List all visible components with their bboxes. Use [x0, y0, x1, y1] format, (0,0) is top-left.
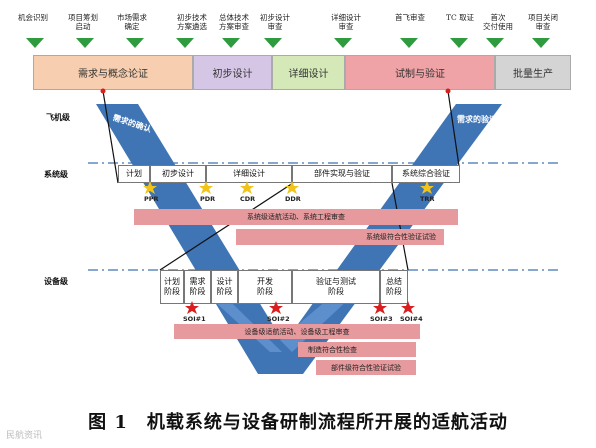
milestone-label-1: 机会识别 [18, 13, 48, 22]
equipment-review-stars [185, 301, 415, 314]
equipment-bar-conformity-inspection: 制造符合性检查 [298, 342, 416, 357]
trace-line-right [447, 90, 460, 167]
star-cdr [240, 181, 254, 194]
milestone-arrow-11 [532, 38, 550, 48]
equipment-stage-design: 设计 阶段 [211, 270, 238, 304]
star-ppr [143, 181, 157, 194]
phase-label-detailed-design: 详细设计 [288, 69, 329, 80]
equipment-stage-summary: 总结 阶段 [380, 270, 408, 304]
system-bar-airworthiness: 系统级适航活动、系统工程审查 [134, 209, 458, 225]
system-stage-detailed-design: 详细设计 [206, 165, 292, 183]
milestone-label-7: 详细设计 审查 [331, 13, 361, 31]
system-review-stars [143, 181, 434, 194]
phase-preliminary-design: 初步设计 [193, 55, 272, 90]
review-soi4: SOI#4 [400, 315, 423, 323]
connector-right [391, 182, 409, 271]
system-stage-component-verification: 部件实现与验证 [292, 165, 392, 183]
equipment-bar-airworthiness: 设备级适航活动、设备级工程审查 [174, 324, 420, 339]
phase-trial-verification: 试制与验证 [345, 55, 495, 90]
phase-concept: 需求与概念论证 [33, 55, 193, 90]
milestone-arrow-9 [450, 38, 468, 48]
equipment-stage-plan: 计划 阶段 [160, 270, 184, 304]
system-stage-integration-verification: 系统综合验证 [392, 165, 460, 183]
star-soi2 [269, 301, 283, 314]
phase-detailed-design: 详细设计 [272, 55, 345, 90]
milestone-label-10: 首次 交付使用 [483, 13, 513, 31]
phase-label-concept: 需求与概念论证 [78, 69, 148, 80]
review-cdr: CDR [240, 195, 256, 203]
milestone-arrow-4 [176, 38, 194, 48]
review-ppr: PPR [144, 195, 159, 203]
connector-left [159, 182, 294, 271]
system-bar-compliance-test: 系统级符合性验证试验 [236, 229, 444, 245]
milestone-arrow-8 [400, 38, 418, 48]
v-label-right: 需求的验证 [457, 115, 497, 124]
milestone-arrow-3 [126, 38, 144, 48]
milestone-label-2: 项目筹划 启动 [68, 13, 98, 31]
milestone-label-4: 初步技术 方案遴选 [177, 13, 207, 31]
milestone-label-9: TC 取证 [445, 13, 475, 22]
trace-line-left [102, 90, 119, 184]
review-soi1: SOI#1 [183, 315, 206, 323]
phase-mass-production: 批量生产 [495, 55, 571, 90]
milestone-label-3: 市场需求 确定 [117, 13, 147, 31]
equipment-stage-requirements: 需求 阶段 [184, 270, 211, 304]
equipment-stage-development: 开发 阶段 [238, 270, 292, 304]
milestone-arrows [26, 38, 550, 48]
figure-caption: 图 1 机载系统与设备研制流程所开展的适航活动 [88, 412, 508, 433]
system-stage-plan: 计划 [118, 165, 150, 183]
milestone-arrow-1 [26, 38, 44, 48]
milestone-arrow-2 [76, 38, 94, 48]
phase-label-mass-production: 批量生产 [513, 69, 553, 80]
milestone-label-5: 总体技术 方案审查 [219, 13, 249, 31]
milestone-arrow-6 [264, 38, 282, 48]
milestone-arrow-5 [222, 38, 240, 48]
trace-dot-right [445, 88, 451, 94]
star-soi3 [373, 301, 387, 314]
phase-label-preliminary-design: 初步设计 [212, 69, 253, 80]
star-soi4 [401, 301, 415, 314]
level-system: 系统级 [44, 169, 68, 179]
system-stage-preliminary-design: 初步设计 [150, 165, 206, 183]
equipment-stage-verification-test: 验证与测试 阶段 [292, 270, 380, 304]
star-soi1 [185, 301, 199, 314]
milestone-label-11: 项目关闭 审查 [528, 13, 558, 31]
milestone-label-6: 初步设计 审查 [260, 13, 290, 31]
milestone-arrow-7 [334, 38, 352, 48]
review-pdr: PDR [200, 195, 216, 203]
phase-label-trial-verification: 试制与验证 [395, 69, 445, 80]
milestone-label-8: 首飞审查 [395, 13, 425, 22]
star-pdr [199, 181, 213, 194]
level-aircraft: 飞机级 [46, 112, 70, 122]
review-soi2: SOI#2 [267, 315, 290, 323]
star-ddr [285, 181, 299, 194]
review-ddr: DDR [285, 195, 301, 203]
milestone-arrow-10 [486, 38, 504, 48]
level-equipment: 设备级 [44, 276, 68, 286]
trace-dot-left [100, 88, 106, 94]
equipment-bar-component-test: 部件级符合性验证试验 [316, 360, 416, 375]
review-soi3: SOI#3 [370, 315, 393, 323]
star-trr [420, 181, 434, 194]
watermark: 民航资讯 [6, 431, 43, 441]
review-trr: TRR [420, 195, 435, 203]
